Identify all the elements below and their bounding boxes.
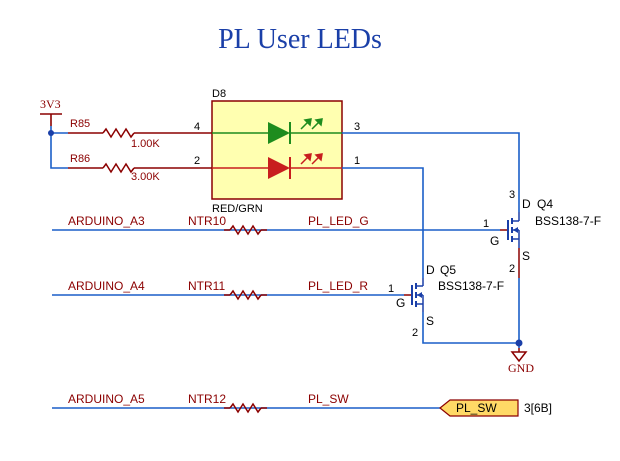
page-title: PL User LEDs: [218, 24, 382, 55]
green-led-arrows: [300, 118, 323, 130]
net-a4-output: PL_LED_R: [308, 279, 368, 293]
r85-body: [102, 127, 135, 139]
net-a4-input: ARDUINO_A4: [68, 279, 145, 293]
net-a5-ntr: NTR12: [188, 392, 226, 406]
q5-pin-g: G: [396, 296, 405, 310]
port-label: PL_SW: [456, 401, 497, 415]
q4-pin-g: G: [490, 234, 499, 248]
q4-pin-s: S: [522, 249, 530, 263]
r85-ref: R85: [70, 118, 90, 130]
net-a4-ntr: NTR11: [188, 279, 225, 293]
power-junction: [48, 130, 54, 136]
red-led-arrows: [300, 153, 323, 165]
q4-pin-s-num: 2: [509, 263, 515, 275]
q4-pin-d: D: [522, 197, 531, 211]
q5-pin-g-num: 1: [388, 283, 394, 295]
gnd-symbol: [510, 351, 528, 363]
net-a5-output: PL_SW: [308, 392, 349, 406]
gnd-junction: [515, 339, 523, 347]
led-body: [211, 100, 343, 200]
led-designator: D8: [212, 88, 226, 100]
q4-ref: Q4: [537, 197, 553, 211]
led-pin-1: 1: [354, 155, 360, 167]
net-a5-input: ARDUINO_A5: [68, 392, 145, 406]
net-a3-input: ARDUINO_A3: [68, 214, 145, 228]
net-a3-output: PL_LED_G: [308, 214, 369, 228]
led-type: RED/GRN: [212, 203, 263, 215]
port-pl-sw: [439, 399, 519, 417]
led-pin-2: 2: [194, 155, 200, 167]
r86-body: [102, 162, 135, 174]
wire-power: [50, 126, 68, 169]
q4-mosfet: [500, 212, 520, 278]
q5-pin-s: S: [426, 314, 434, 328]
r85-value: 1.00K: [131, 138, 160, 150]
wire-led-g-to-q4: [342, 132, 520, 212]
wire-sources-gnd: [422, 312, 519, 344]
q4-pin-d-num: 3: [509, 189, 515, 201]
red-led-triangle: [268, 157, 290, 179]
gnd-label: GND: [508, 361, 534, 375]
port-reference: 3[6B]: [524, 401, 552, 415]
ntr12-symbol: [224, 402, 267, 414]
led-pin-4: 4: [194, 121, 200, 133]
q5-mosfet: [404, 278, 424, 312]
power-label: 3V3: [40, 97, 61, 111]
q4-part: BSS138-7-F: [535, 214, 601, 228]
ntr11-symbol: [224, 289, 267, 301]
wire-led-r-to-q5: [342, 167, 424, 278]
q5-ref: Q5: [440, 263, 456, 277]
q5-part: BSS138-7-F: [438, 279, 504, 293]
led-pin-3: 3: [354, 121, 360, 133]
ntr10-symbol: [224, 224, 267, 236]
q4-pin-g-num: 1: [483, 218, 489, 230]
q5-pin-s-num: 2: [412, 327, 418, 339]
green-led-triangle: [268, 122, 290, 144]
r86-value: 3.00K: [131, 171, 160, 183]
r86-ref: R86: [70, 153, 90, 165]
net-a3-ntr: NTR10: [188, 214, 226, 228]
q5-pin-d: D: [426, 263, 435, 277]
